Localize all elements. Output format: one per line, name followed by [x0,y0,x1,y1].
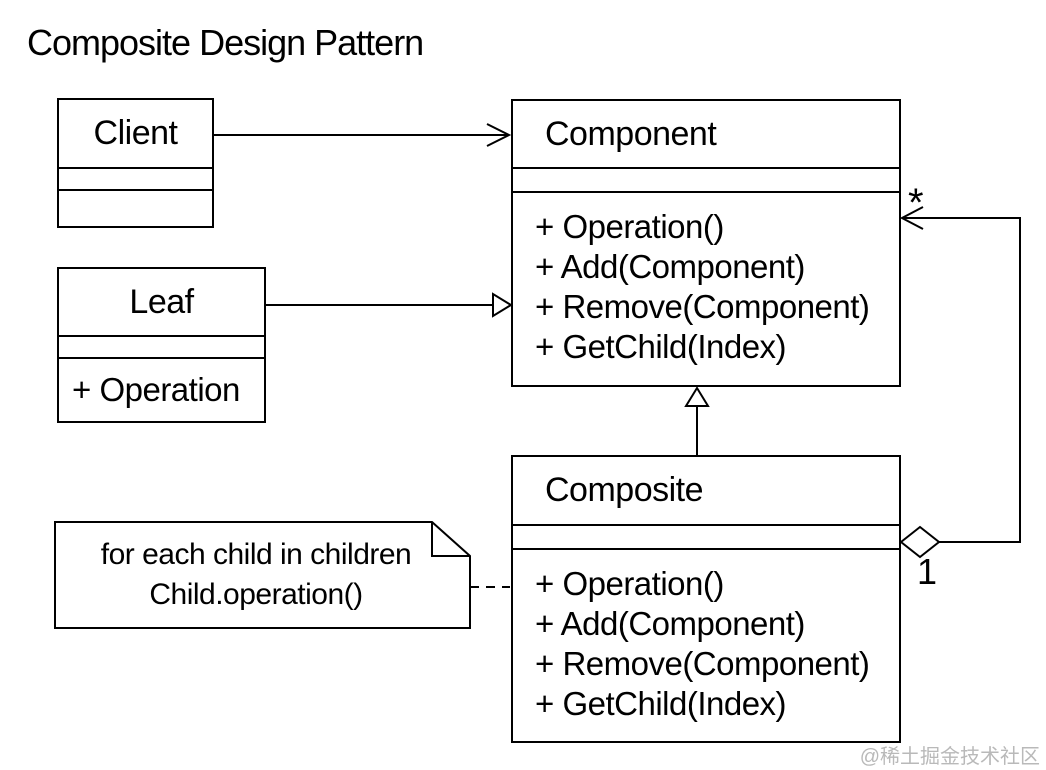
composite-class-box: Composite + Operation() + Add(Component)… [511,455,901,743]
component-operation: + Operation() [535,208,724,245]
composite-class-name: Composite [513,457,899,526]
client-class-name: Client [59,100,212,169]
note-text: for each child in children Child.operati… [55,535,457,615]
leaf-class-name: Leaf [59,269,264,337]
multiplicity-one-label: 1 [916,551,938,592]
generalization-arrowhead-icon [492,292,513,318]
component-operation: + Remove(Component) [535,288,870,325]
leaf-attributes-compartment [59,337,264,359]
multiplicity-many-label: * [908,181,924,225]
aggregation-arrowhead-icon [899,206,924,230]
composite-attributes-compartment [513,526,899,550]
component-operation: + GetChild(Index) [535,328,787,365]
component-class-box: Component + Operation() + Add(Component)… [511,99,901,387]
association-arrowhead-icon [486,123,512,147]
note-fold-icon [431,522,470,557]
note-line-2: Child.operation() [149,578,363,611]
component-operation: + Add(Component) [535,248,805,285]
aggregation-connector-line [904,217,1021,543]
note-line-1: for each child in children [100,538,412,571]
leaf-class-box: Leaf + Operation [57,267,266,423]
composite-operation: + Operation() [535,565,724,602]
note-shape [54,521,471,629]
watermark: @稀土掘金技术社区 [859,746,1040,768]
client-attributes-compartment [59,169,212,191]
leaf-operation: + Operation [72,371,240,408]
composite-operation: + GetChild(Index) [535,685,787,722]
generalization-arrowhead-icon [684,386,710,407]
composite-operation: + Add(Component) [535,605,805,642]
client-class-box: Client [57,98,214,228]
leaf-operations-compartment: + Operation [59,359,264,421]
composite-operation: + Remove(Component) [535,645,870,682]
composite-operations-compartment: + Operation() + Add(Component) + Remove(… [513,550,899,741]
component-attributes-compartment [513,169,899,193]
client-operations-compartment [59,191,212,226]
component-operations-compartment: + Operation() + Add(Component) + Remove(… [513,193,899,385]
aggregation-diamond-icon [899,525,941,559]
diagram-title: Composite Design Pattern [27,22,424,63]
component-class-name: Component [513,101,899,169]
